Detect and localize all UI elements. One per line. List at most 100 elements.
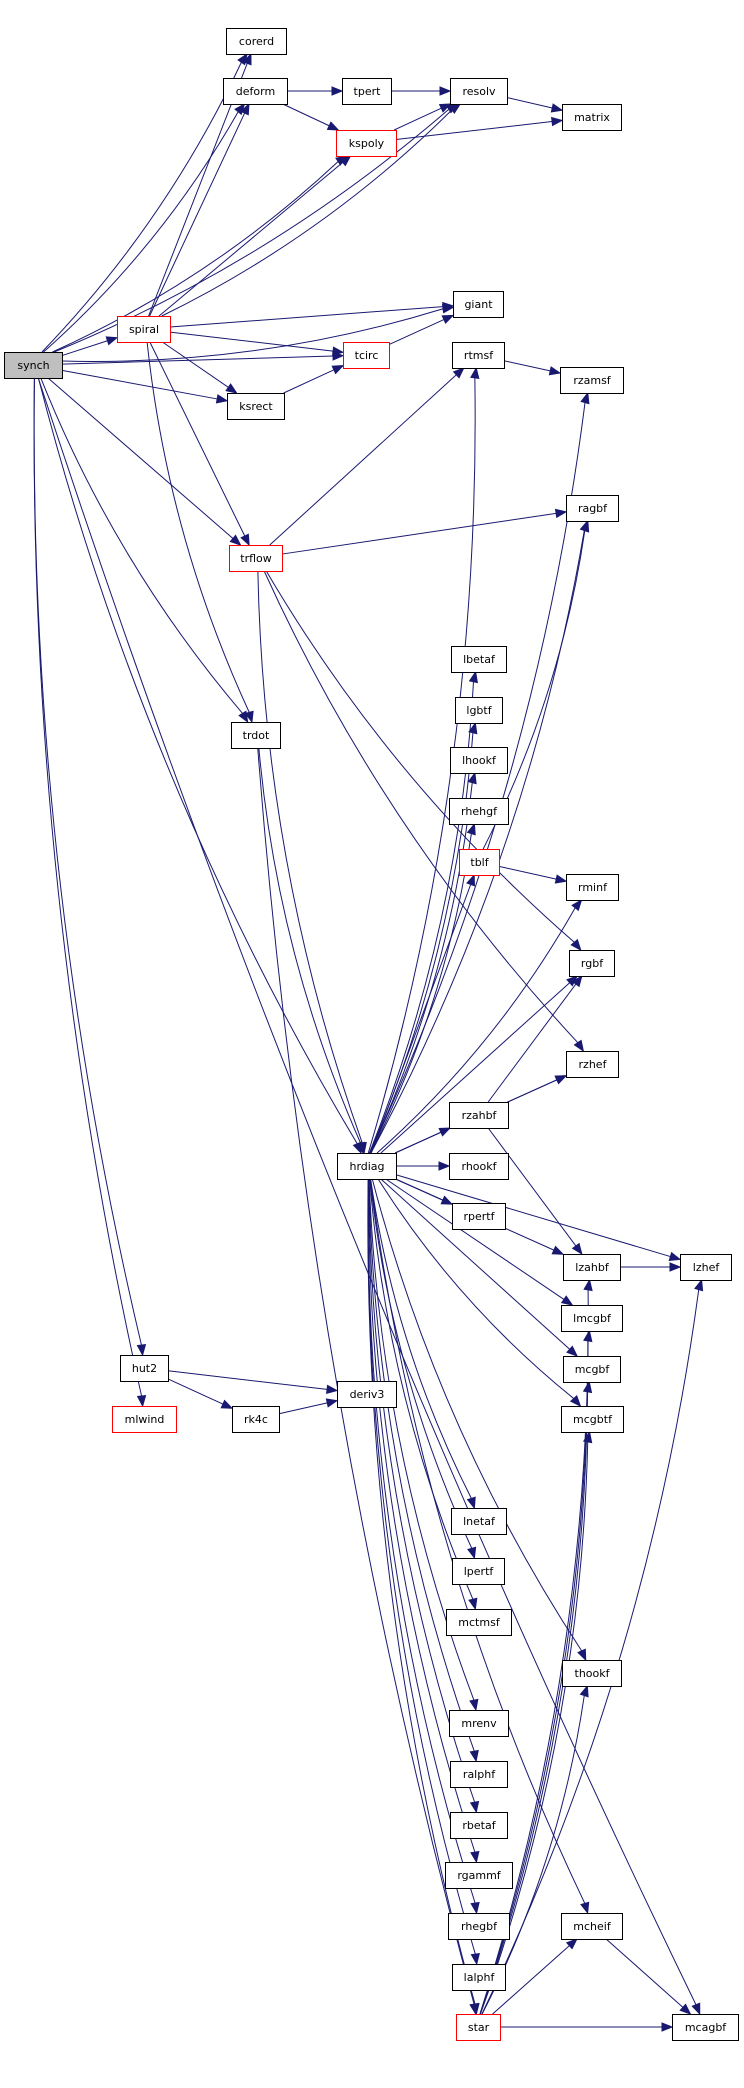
node-box[interactable]: [561, 1406, 624, 1433]
node-lnetaf[interactable]: lnetaf: [451, 1508, 507, 1535]
node-ksrect[interactable]: ksrect: [227, 393, 285, 420]
node-rpertf[interactable]: rpertf: [452, 1203, 506, 1230]
node-box[interactable]: [227, 393, 285, 420]
node-kspoly[interactable]: kspoly: [336, 130, 397, 157]
node-box[interactable]: [680, 1254, 732, 1281]
node-lzahbf[interactable]: lzahbf: [563, 1254, 621, 1281]
node-matrix[interactable]: matrix: [562, 104, 622, 131]
node-rk4c[interactable]: rk4c: [232, 1406, 280, 1433]
node-box[interactable]: [343, 342, 390, 369]
node-box[interactable]: [231, 722, 281, 749]
node-lzhef[interactable]: lzhef: [680, 1254, 732, 1281]
node-box[interactable]: [672, 2014, 739, 2041]
node-tcirc[interactable]: tcirc: [343, 342, 390, 369]
node-box[interactable]: [451, 1508, 507, 1535]
node-corerd[interactable]: corerd: [226, 28, 287, 55]
node-rzamsf[interactable]: rzamsf: [560, 367, 624, 394]
node-star[interactable]: star: [456, 2014, 501, 2041]
node-box[interactable]: [452, 1558, 505, 1585]
node-box[interactable]: [223, 78, 288, 105]
node-mcgbtf[interactable]: mcgbtf: [561, 1406, 624, 1433]
node-box[interactable]: [562, 104, 622, 131]
node-box[interactable]: [4, 352, 63, 379]
node-mctmsf[interactable]: mctmsf: [446, 1609, 512, 1636]
node-box[interactable]: [337, 1153, 397, 1180]
node-box[interactable]: [459, 849, 500, 876]
node-ralphf[interactable]: ralphf: [450, 1761, 508, 1788]
node-rtmsf[interactable]: rtmsf: [452, 342, 505, 369]
node-box[interactable]: [566, 874, 619, 901]
node-box[interactable]: [226, 28, 287, 55]
node-box[interactable]: [112, 1406, 177, 1433]
node-hrdiag[interactable]: hrdiag: [337, 1153, 397, 1180]
node-rbetaf[interactable]: rbetaf: [450, 1812, 508, 1839]
node-rminf[interactable]: rminf: [566, 874, 619, 901]
node-trdot[interactable]: trdot: [231, 722, 281, 749]
node-mcagbf[interactable]: mcagbf: [672, 2014, 739, 2041]
node-box[interactable]: [563, 1356, 621, 1383]
node-resolv[interactable]: resolv: [450, 78, 508, 105]
node-box[interactable]: [569, 950, 615, 977]
node-box[interactable]: [561, 1913, 623, 1940]
node-box[interactable]: [450, 78, 508, 105]
node-box[interactable]: [453, 291, 504, 318]
node-box[interactable]: [450, 1812, 508, 1839]
node-box[interactable]: [562, 1660, 622, 1687]
node-box[interactable]: [120, 1355, 169, 1382]
node-thookf[interactable]: thookf: [562, 1660, 622, 1687]
node-box[interactable]: [450, 1761, 508, 1788]
node-hut2[interactable]: hut2: [120, 1355, 169, 1382]
node-box[interactable]: [342, 78, 392, 105]
node-box[interactable]: [455, 697, 503, 724]
node-lbetaf[interactable]: lbetaf: [451, 646, 507, 673]
node-box[interactable]: [560, 367, 624, 394]
node-trflow[interactable]: trflow: [229, 545, 283, 572]
node-box[interactable]: [452, 1203, 506, 1230]
node-box[interactable]: [449, 798, 509, 825]
node-lpertf[interactable]: lpertf: [452, 1558, 505, 1585]
node-box[interactable]: [446, 1609, 512, 1636]
node-box[interactable]: [336, 130, 397, 157]
node-giant[interactable]: giant: [453, 291, 504, 318]
node-box[interactable]: [452, 342, 505, 369]
node-box[interactable]: [561, 1305, 623, 1332]
node-mcgbf[interactable]: mcgbf: [563, 1356, 621, 1383]
node-box[interactable]: [232, 1406, 280, 1433]
node-box[interactable]: [229, 545, 283, 572]
node-box[interactable]: [566, 495, 619, 522]
node-box[interactable]: [445, 1862, 513, 1889]
node-rgammf[interactable]: rgammf: [445, 1862, 513, 1889]
node-box[interactable]: [449, 1710, 509, 1737]
node-box[interactable]: [448, 1913, 510, 1940]
node-lmcgbf[interactable]: lmcgbf: [561, 1305, 623, 1332]
node-box[interactable]: [450, 747, 508, 774]
node-rhookf[interactable]: rhookf: [449, 1153, 509, 1180]
node-rhegbf[interactable]: rhegbf: [448, 1913, 510, 1940]
node-deform[interactable]: deform: [223, 78, 288, 105]
node-ragbf[interactable]: ragbf: [566, 495, 619, 522]
node-tpert[interactable]: tpert: [342, 78, 392, 105]
node-mrenv[interactable]: mrenv: [449, 1710, 509, 1737]
node-box[interactable]: [337, 1381, 397, 1408]
node-mlwind[interactable]: mlwind: [112, 1406, 177, 1433]
node-lalphf[interactable]: lalphf: [452, 1964, 506, 1991]
node-rhehgf[interactable]: rhehgf: [449, 798, 509, 825]
node-box[interactable]: [117, 316, 171, 343]
node-spiral[interactable]: spiral: [117, 316, 171, 343]
node-lgbtf[interactable]: lgbtf: [455, 697, 503, 724]
node-rzahbf[interactable]: rzahbf: [449, 1102, 509, 1129]
node-box[interactable]: [449, 1153, 509, 1180]
node-box[interactable]: [449, 1102, 509, 1129]
node-box[interactable]: [452, 1964, 506, 1991]
node-synch[interactable]: synch: [4, 352, 63, 379]
node-box[interactable]: [451, 646, 507, 673]
node-mcheif[interactable]: mcheif: [561, 1913, 623, 1940]
node-box[interactable]: [566, 1051, 619, 1078]
node-box[interactable]: [563, 1254, 621, 1281]
node-box[interactable]: [456, 2014, 501, 2041]
node-tblf[interactable]: tblf: [459, 849, 500, 876]
node-lhookf[interactable]: lhookf: [450, 747, 508, 774]
node-rgbf[interactable]: rgbf: [569, 950, 615, 977]
node-deriv3[interactable]: deriv3: [337, 1381, 397, 1408]
node-rzhef[interactable]: rzhef: [566, 1051, 619, 1078]
